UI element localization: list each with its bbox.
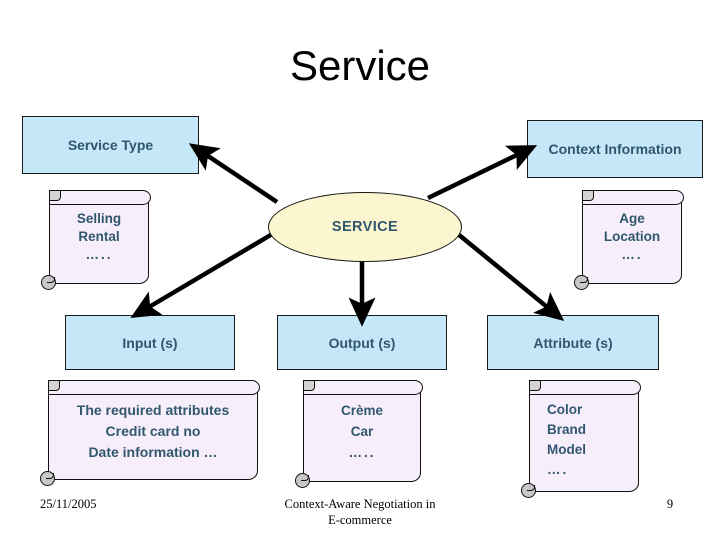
note-body (303, 389, 421, 482)
note-line: ….. (85, 247, 113, 262)
note-top-curl-icon (529, 380, 541, 391)
note-body (582, 199, 682, 284)
note-outputs[interactable]: Crème Car ….. (295, 378, 425, 490)
note-line: Car (350, 424, 374, 439)
note-line: Model (547, 442, 586, 457)
note-text: Crème Car ….. (305, 398, 419, 482)
arrow-service-to-context-information (427, 145, 538, 201)
note-body (48, 389, 258, 480)
note-line: Location (603, 229, 661, 244)
box-inputs[interactable]: Input (s) (65, 315, 235, 370)
note-line: …. (547, 462, 569, 477)
note-top-roll (529, 380, 641, 395)
note-line: ….. (348, 445, 376, 460)
box-outputs[interactable]: Output (s) (277, 315, 447, 370)
note-line: …. (621, 247, 643, 262)
arrow-service-to-inputs (130, 231, 276, 319)
note-bottom-curl-icon (574, 275, 589, 290)
note-line: Date information … (88, 444, 218, 460)
box-service-type-label: Service Type (67, 137, 154, 153)
note-top-roll (582, 190, 684, 205)
ellipse-service[interactable]: SERVICE (268, 192, 462, 262)
note-bottom-curl-icon (295, 473, 310, 488)
note-attributes[interactable]: Color Brand Model …. (521, 378, 643, 500)
note-text: The required attributes Credit card no D… (50, 398, 256, 480)
note-line: Color (547, 402, 583, 417)
note-top-curl-icon (582, 190, 594, 201)
note-bottom-curl-icon (40, 471, 55, 486)
arrow-service-to-attributes (451, 228, 565, 321)
note-line: The required attributes (76, 402, 230, 418)
note-line: Rental (78, 229, 120, 244)
box-context-information-label: Context Information (548, 141, 682, 157)
note-text: Color Brand Model …. (531, 398, 637, 492)
note-line: Brand (547, 422, 587, 437)
arrow-service-to-service-type (188, 143, 279, 204)
note-context-information[interactable]: Age Location …. (574, 188, 686, 292)
footer-title-line-2: E-commerce (328, 513, 392, 527)
note-top-roll (49, 190, 151, 205)
note-body (529, 389, 639, 492)
note-top-curl-icon (49, 190, 61, 201)
footer-title-line-1: Context-Aware Negotiation in (284, 497, 436, 511)
footer-page-number: 9 (666, 497, 674, 511)
page-title: Service (289, 42, 431, 89)
box-outputs-label: Output (s) (328, 334, 396, 351)
box-attributes-label: Attribute (s) (533, 334, 613, 351)
note-line: Crème (340, 403, 384, 418)
note-line: Selling (76, 211, 122, 226)
box-service-type[interactable]: Service Type (22, 116, 199, 174)
box-attributes[interactable]: Attribute (s) (487, 315, 659, 370)
note-top-roll (303, 380, 423, 395)
note-top-curl-icon (303, 380, 315, 391)
note-line: Age (619, 211, 645, 226)
note-top-roll (48, 380, 260, 395)
note-line: Credit card no (105, 423, 201, 439)
ellipse-service-label: SERVICE (331, 219, 399, 235)
note-bottom-curl-icon (521, 483, 536, 498)
box-inputs-label: Input (s) (122, 334, 178, 351)
footer-title: Context-Aware Negotiation in E-commerce (210, 496, 510, 528)
note-top-curl-icon (48, 380, 60, 391)
box-context-information[interactable]: Context Information (527, 120, 703, 178)
note-service-type[interactable]: Selling Rental ….. (41, 188, 153, 292)
note-text: Selling Rental ….. (51, 208, 147, 284)
note-text: Age Location …. (584, 208, 680, 284)
note-bottom-curl-icon (41, 275, 56, 290)
note-inputs[interactable]: The required attributes Credit card no D… (40, 378, 262, 488)
footer-date: 25/11/2005 (40, 497, 97, 511)
note-body (49, 199, 149, 284)
